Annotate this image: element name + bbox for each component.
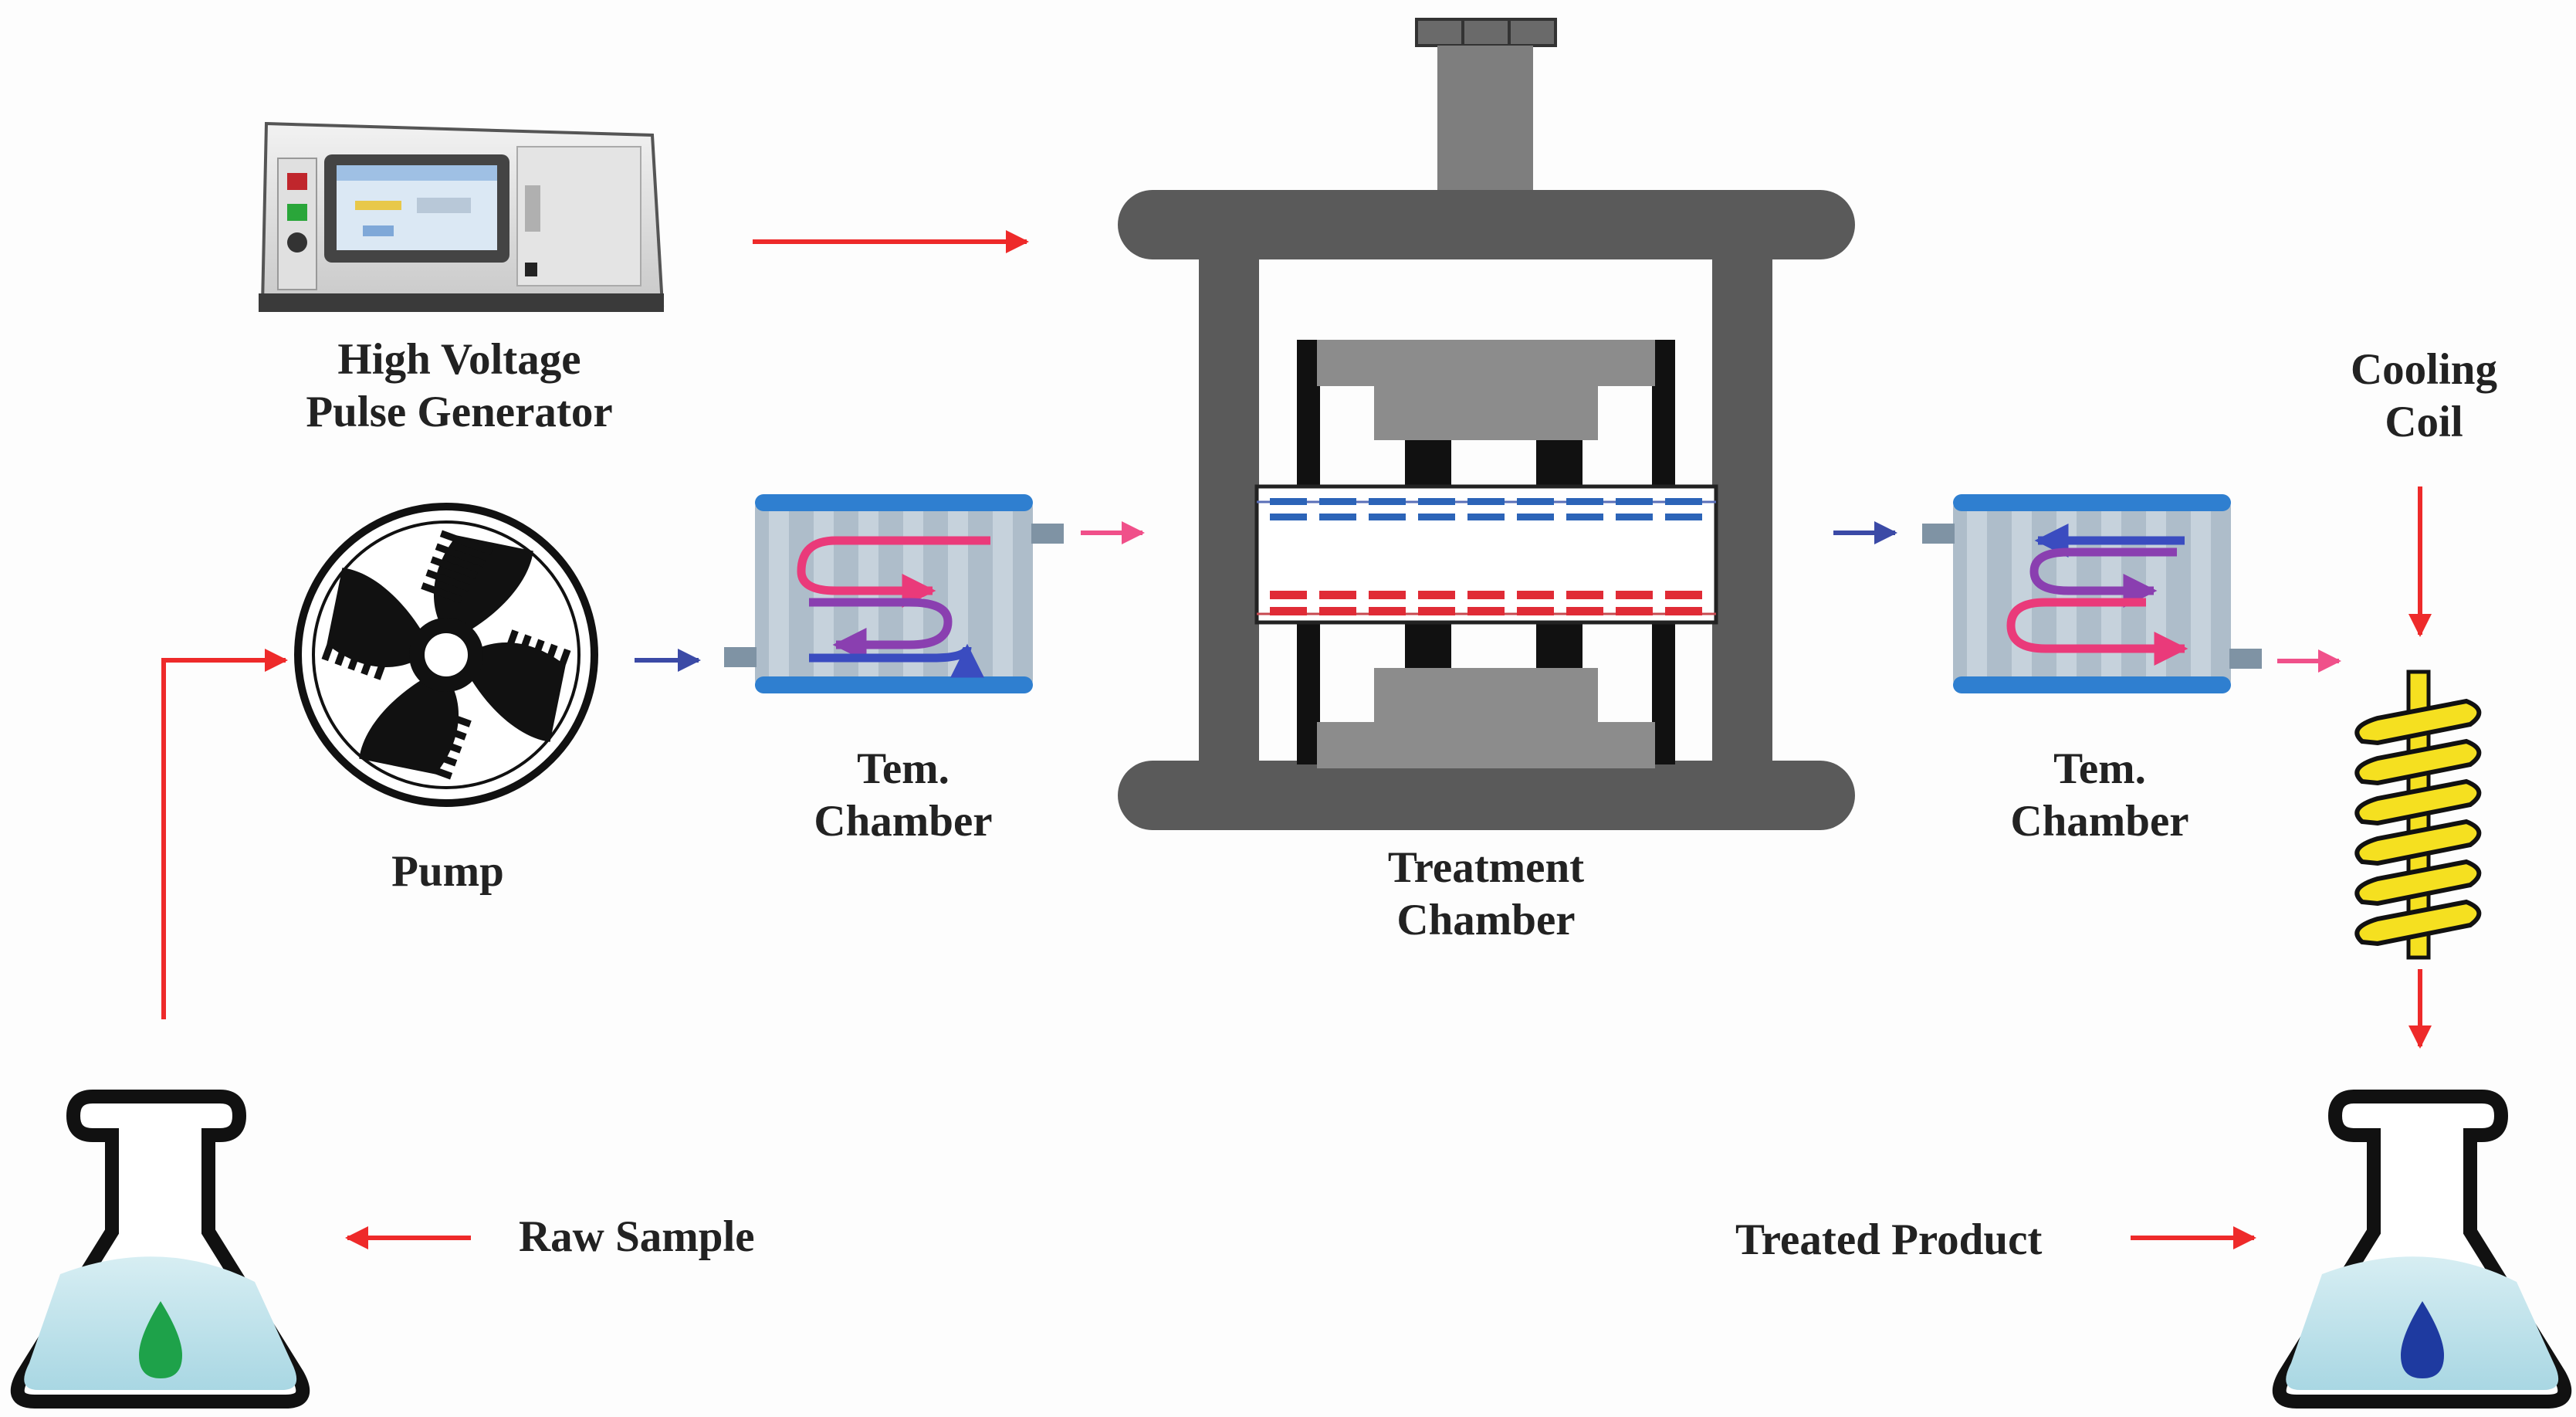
treatment-chamber-label: Treatment Chamber [1387, 843, 1585, 944]
raw-sample-label: Raw Sample [519, 1212, 755, 1261]
tem-chamber-left-label: Tem. Chamber [814, 744, 993, 846]
heat-exchanger-icon [1922, 494, 2262, 693]
pump-label: Pump [391, 847, 504, 896]
heat-exchanger-icon [724, 494, 1064, 693]
flask-icon [2272, 1090, 2572, 1409]
pump-icon [294, 503, 598, 807]
pulse-generator-label: High Voltage Pulse Generator [306, 335, 613, 436]
cooling-coil-icon [2354, 670, 2482, 960]
tem-chamber-right-label: Tem. Chamber [2010, 744, 2189, 846]
pulse-generator-icon [259, 121, 665, 312]
electrode-red [1270, 591, 1702, 615]
arrow-icon [161, 649, 288, 1019]
droplet-icon [139, 1301, 182, 1378]
droplet-icon [2401, 1301, 2444, 1378]
cooling-coil-label: Cooling Coil [2350, 345, 2498, 446]
electrode-blue [1270, 498, 1702, 520]
treated-product-label: Treated Product [1735, 1215, 2043, 1264]
flask-icon [10, 1090, 310, 1409]
treatment-press-icon [1118, 18, 1855, 830]
